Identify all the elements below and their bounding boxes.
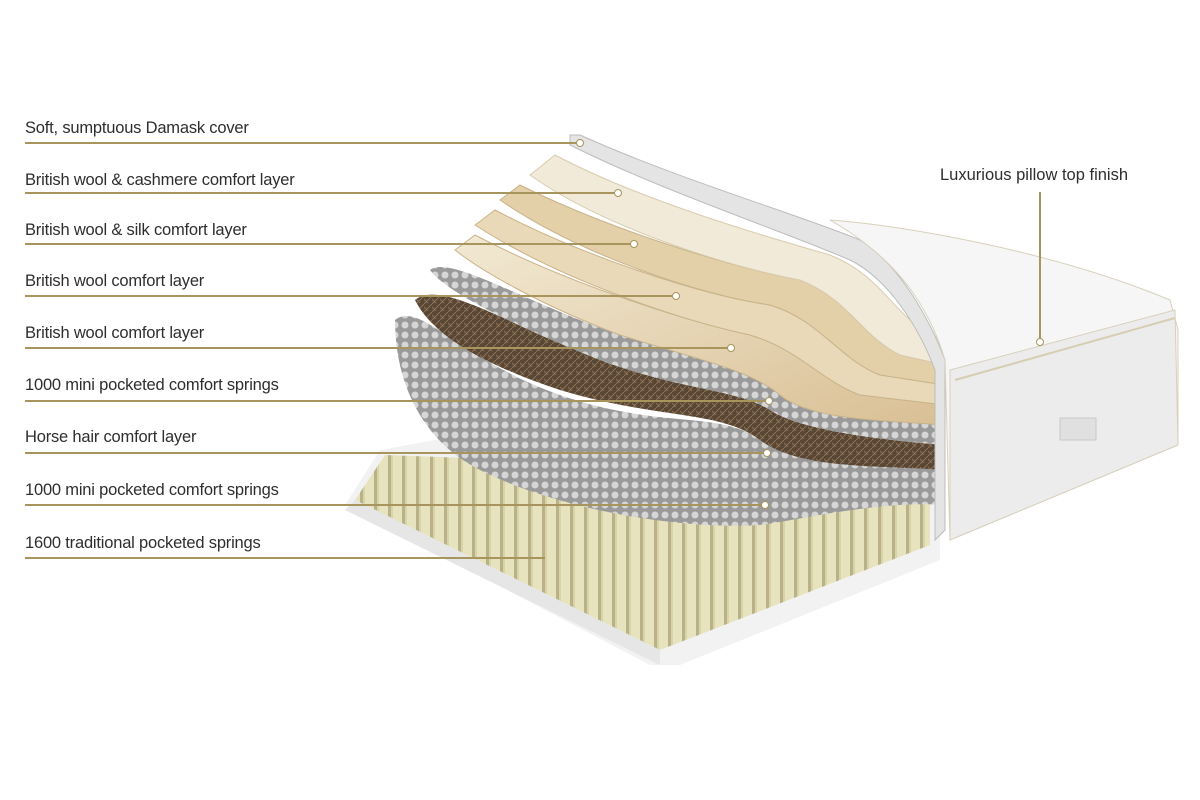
layer-label: British wool comfort layer	[25, 324, 205, 342]
leader-dot	[576, 139, 584, 147]
leader-line	[25, 295, 676, 297]
layer-label: 1000 mini pocketed comfort springs	[25, 481, 279, 499]
leader-line	[25, 452, 767, 454]
leader-line	[25, 192, 618, 194]
leader-dot	[763, 449, 771, 457]
leader-dot	[630, 240, 638, 248]
leader-line	[25, 243, 634, 245]
layer-label: Soft, sumptuous Damask cover	[25, 119, 249, 137]
leader-dot	[765, 397, 773, 405]
horse-hair-layer	[415, 294, 945, 470]
mini-springs-lower	[395, 316, 945, 526]
mattress-body	[829, 219, 1179, 541]
pillow-top-leader	[1039, 192, 1041, 340]
leader-line	[25, 557, 545, 559]
leader-dot	[761, 501, 769, 509]
leader-line	[25, 400, 769, 402]
leader-dot	[614, 189, 622, 197]
layer-label: 1000 mini pocketed comfort springs	[25, 376, 279, 394]
damask-cover	[569, 134, 946, 542]
leader-line	[25, 347, 731, 349]
layer-label: Horse hair comfort layer	[25, 428, 197, 446]
mini-springs-upper	[430, 267, 945, 445]
layer-label: British wool & silk comfort layer	[25, 221, 247, 239]
leader-line	[25, 504, 765, 506]
leader-line	[25, 142, 580, 144]
pillow-top-label: Luxurious pillow top finish	[940, 166, 1129, 184]
layer-label: British wool & cashmere comfort layer	[25, 171, 295, 189]
layer-label: British wool comfort layer	[25, 272, 205, 290]
leader-dot	[1036, 338, 1044, 346]
leader-dot	[727, 344, 735, 352]
layer-label: 1600 traditional pocketed springs	[25, 534, 261, 552]
leader-dot	[672, 292, 680, 300]
